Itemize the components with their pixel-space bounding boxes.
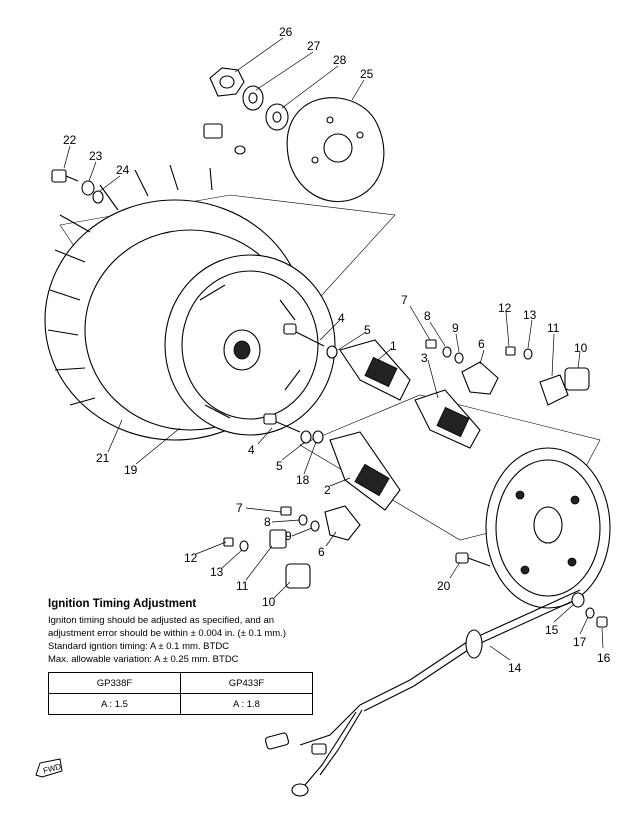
callout-12-lower: 12 (184, 551, 198, 565)
screw-4-lower-part (263, 413, 301, 433)
coil-3-part (414, 389, 481, 449)
wire-harness-part (264, 589, 585, 797)
washer-part (265, 103, 289, 131)
timing-table-value-1: A : 1.5 (48, 693, 181, 715)
callout-10-upper: 10 (574, 341, 588, 355)
callout-8-lower: 8 (264, 515, 271, 529)
callout-labels: 26 27 28 25 22 23 24 4 5 1 7 8 9 6 12 13… (63, 25, 611, 675)
nut-part (209, 67, 245, 97)
callout-23: 23 (89, 149, 103, 163)
condenser-lower-group (223, 529, 311, 589)
callout-13-upper: 13 (523, 308, 537, 322)
timing-title: Ignition Timing Adjustment (48, 598, 197, 610)
callout-14: 14 (508, 661, 522, 675)
screw-20-part (455, 552, 491, 567)
timing-table-header-2: GP433F (180, 672, 313, 694)
callout-2: 2 (324, 483, 331, 497)
callout-4-lower: 4 (248, 443, 255, 457)
screw-4-upper-part (283, 323, 325, 347)
cam-plate-part (286, 97, 385, 203)
callout-6-upper: 6 (478, 337, 485, 351)
callout-15: 15 (545, 623, 559, 637)
flywheel-rotor-part (164, 254, 336, 436)
condenser-upper-group (505, 346, 590, 406)
washer-5-lower-part (300, 430, 312, 444)
callout-10-lower: 10 (262, 595, 276, 609)
screw-16-part (596, 616, 608, 628)
callout-5-upper: 5 (364, 323, 371, 337)
stator-base-plate-part (485, 447, 611, 609)
callout-18: 18 (296, 473, 310, 487)
callout-20: 20 (437, 579, 451, 593)
callout-25: 25 (360, 67, 374, 81)
callout-28: 28 (333, 53, 347, 67)
coil-1-part (339, 339, 411, 401)
washer-17-part (585, 607, 595, 619)
bolt-22-part (51, 169, 79, 183)
callout-24: 24 (116, 163, 130, 177)
callout-27: 27 (307, 39, 321, 53)
timing-table-header-1: GP338F (48, 672, 181, 694)
callout-11-upper: 11 (547, 321, 560, 335)
washer-24-part (92, 190, 104, 204)
callout-13-lower: 13 (210, 565, 224, 579)
grommet-15-part (571, 592, 585, 608)
callout-8-upper: 8 (424, 309, 431, 323)
callout-9-lower: 9 (285, 529, 292, 543)
timing-table-value-2: A : 1.8 (180, 693, 313, 715)
contact-breaker-lower-group (280, 505, 361, 541)
callout-26: 26 (279, 25, 293, 39)
callout-19: 19 (124, 463, 138, 477)
callout-7-upper: 7 (401, 293, 408, 307)
washer-5-upper-part (326, 345, 338, 359)
callout-11-lower: 11 (236, 579, 249, 593)
timing-table: GP338F GP433F A : 1.5 A : 1.8 (48, 672, 313, 715)
callout-21: 21 (96, 451, 110, 465)
callout-5-lower: 5 (276, 459, 283, 473)
coil-2-part (329, 431, 401, 511)
timing-line-4: Max. allowable variation: A ± 0.25 mm. B… (48, 654, 239, 665)
timing-line-1: Igniton timing should be adjusted as spe… (48, 615, 275, 626)
callout-12-upper: 12 (498, 301, 512, 315)
callout-4-upper: 4 (338, 311, 345, 325)
contact-breaker-upper-group (425, 339, 499, 395)
callout-7-lower: 7 (236, 501, 243, 515)
forward-arrow-icon: FWD (35, 758, 63, 778)
callout-3: 3 (421, 351, 428, 365)
callout-9-upper: 9 (452, 321, 459, 335)
leader-lines (63, 37, 604, 661)
small-bolt-part (203, 123, 246, 155)
callout-22: 22 (63, 133, 77, 147)
callout-17: 17 (573, 635, 587, 649)
timing-line-3: Standard igntion timing: A ± 0.1 mm. BTD… (48, 641, 230, 652)
ignition-timing-note: Ignition Timing Adjustment Igniton timin… (48, 598, 366, 715)
callout-16: 16 (597, 651, 611, 665)
callout-6-lower: 6 (318, 545, 325, 559)
lock-washer-part (242, 85, 264, 111)
washer-18-part (312, 430, 324, 444)
washer-23-part (81, 180, 95, 196)
timing-line-2: adjustment error should be within ± 0.00… (48, 628, 287, 639)
callout-1: 1 (390, 339, 397, 353)
